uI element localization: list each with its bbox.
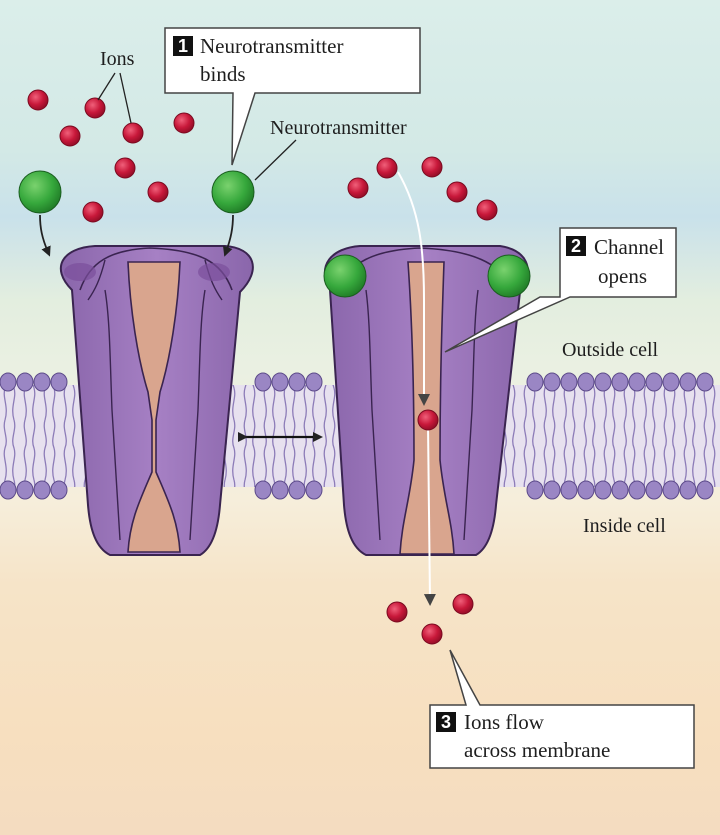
step-1-callout: 1 Neurotransmitter binds bbox=[164, 27, 421, 166]
arrow-icon bbox=[222, 214, 234, 257]
ion bbox=[421, 623, 443, 645]
ion bbox=[376, 157, 398, 179]
phospholipid-head bbox=[305, 372, 323, 392]
phospholipid-head bbox=[560, 480, 578, 500]
phospholipid-head bbox=[50, 480, 68, 500]
arrow-icon bbox=[397, 171, 430, 406]
ion bbox=[27, 89, 49, 111]
phospholipid-head bbox=[696, 372, 714, 392]
phospholipid-head bbox=[543, 372, 561, 392]
phospholipid-head bbox=[594, 372, 612, 392]
phospholipid-head bbox=[577, 372, 595, 392]
phospholipid-head bbox=[577, 480, 595, 500]
neurotransmitter-label: Neurotransmitter bbox=[270, 117, 407, 139]
phospholipid-head bbox=[645, 372, 663, 392]
neurotransmitter bbox=[18, 170, 62, 214]
phospholipid-head bbox=[662, 372, 680, 392]
inside-cell-label: Inside cell bbox=[583, 515, 666, 537]
phospholipid-head bbox=[16, 372, 34, 392]
phospholipid-head bbox=[594, 480, 612, 500]
step-2-number: 2 bbox=[571, 236, 581, 256]
phospholipid-head bbox=[271, 480, 289, 500]
step-2-callout: 2 Channel opens bbox=[444, 227, 677, 353]
phospholipid-head bbox=[679, 480, 697, 500]
ion bbox=[452, 593, 474, 615]
ion bbox=[122, 122, 144, 144]
phospholipid-head bbox=[271, 372, 289, 392]
step-1-line-1: Neurotransmitter bbox=[200, 34, 343, 58]
phospholipid-head bbox=[662, 480, 680, 500]
membrane-heads-outer bbox=[0, 372, 714, 392]
step-2-line-2: opens bbox=[598, 264, 647, 288]
outside-cell-label: Outside cell bbox=[562, 339, 659, 361]
step-1-number: 1 bbox=[178, 36, 188, 56]
phospholipid-head bbox=[628, 480, 646, 500]
step-3-number: 3 bbox=[441, 712, 451, 732]
phospholipid-head bbox=[526, 372, 544, 392]
phospholipid-head bbox=[16, 480, 34, 500]
ion bbox=[84, 97, 106, 119]
phospholipid-head bbox=[611, 372, 629, 392]
phospholipid-head bbox=[305, 480, 323, 500]
phospholipid-head bbox=[254, 480, 272, 500]
phospholipid-head bbox=[628, 372, 646, 392]
phospholipid-head bbox=[33, 372, 51, 392]
phospholipid-head bbox=[50, 372, 68, 392]
phospholipid-head bbox=[0, 480, 17, 500]
arrow-icon bbox=[423, 424, 436, 606]
phospholipid-head bbox=[288, 480, 306, 500]
phospholipid-head bbox=[254, 372, 272, 392]
ion bbox=[476, 199, 498, 221]
neurotransmitter bbox=[211, 170, 255, 214]
phospholipid-head bbox=[611, 480, 629, 500]
ion bbox=[147, 181, 169, 203]
arrow-icon bbox=[39, 214, 51, 257]
step-1-badge bbox=[173, 36, 193, 56]
step-3-callout: 3 Ions flow across membrane bbox=[429, 649, 695, 769]
phospholipid-head bbox=[645, 480, 663, 500]
ion bbox=[173, 112, 195, 134]
ion bbox=[347, 177, 369, 199]
step-1-line-2: binds bbox=[200, 62, 246, 86]
bound-neurotransmitter bbox=[487, 254, 531, 298]
step-2-line-1: Channel bbox=[594, 235, 664, 259]
ion bbox=[114, 157, 136, 179]
ions-group bbox=[27, 89, 498, 645]
ions-leader-line bbox=[119, 72, 132, 124]
bound-neurotransmitter bbox=[323, 254, 367, 298]
step-3-line-2: across membrane bbox=[464, 738, 610, 762]
phospholipid-head bbox=[288, 372, 306, 392]
ion bbox=[417, 409, 439, 431]
neurotransmitter-leader-line bbox=[254, 139, 297, 181]
ion bbox=[59, 125, 81, 147]
ion bbox=[386, 601, 408, 623]
phospholipid-head bbox=[679, 372, 697, 392]
ion bbox=[82, 201, 104, 223]
ion bbox=[421, 156, 443, 178]
phospholipid-head bbox=[0, 372, 17, 392]
closed-channel bbox=[60, 245, 254, 556]
membrane-heads-inner bbox=[0, 480, 714, 500]
phospholipid-head bbox=[560, 372, 578, 392]
ions-leader-line bbox=[97, 72, 116, 101]
phospholipid-head bbox=[543, 480, 561, 500]
step-3-line-1: Ions flow bbox=[464, 710, 545, 734]
step-2-badge bbox=[566, 236, 586, 256]
phospholipid-head bbox=[526, 480, 544, 500]
phospholipid-head bbox=[696, 480, 714, 500]
ions-label: Ions bbox=[100, 48, 135, 70]
ion bbox=[446, 181, 468, 203]
step-3-badge bbox=[436, 712, 456, 732]
phospholipid-head bbox=[33, 480, 51, 500]
